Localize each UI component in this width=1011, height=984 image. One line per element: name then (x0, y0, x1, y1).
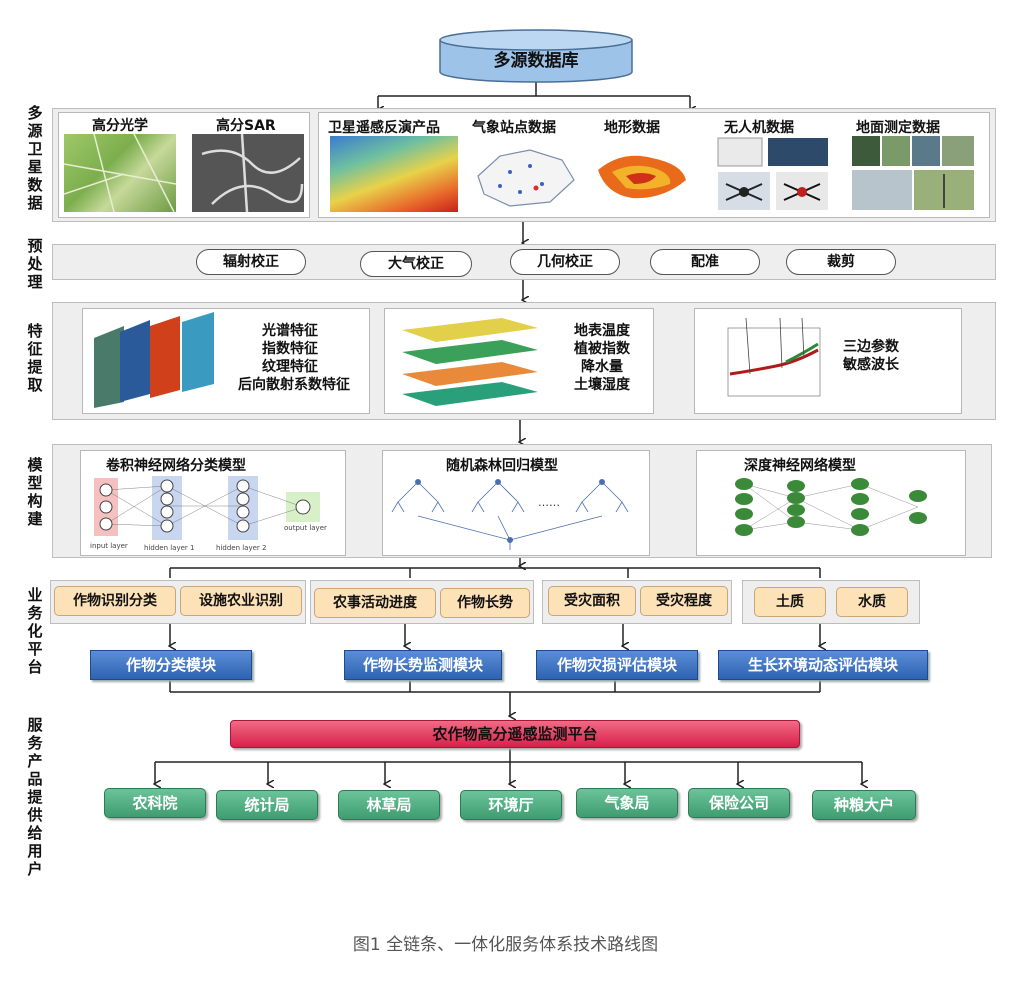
module-disaster-assessment: 作物灾损评估模块 (536, 650, 698, 680)
tag-water-quality: 水质 (836, 587, 908, 617)
user-insurance-company: 保险公司 (688, 788, 790, 818)
tag-crop-growth: 作物长势 (440, 588, 530, 618)
layered-maps-image (392, 312, 542, 408)
feature-index: 指数特征 (262, 341, 318, 357)
optical-title: 高分光学 (92, 118, 148, 134)
stage-label-data: 多源卫星数据 (27, 104, 43, 212)
stage-label-preprocess: 预处理 (27, 237, 43, 291)
uav-photos (714, 136, 832, 212)
module-crop-classification: 作物分类模块 (90, 650, 252, 680)
stage-label-feature: 特征提取 (27, 322, 43, 394)
preprocess-registration: 配准 (650, 249, 760, 275)
user-environment-dept: 环境厅 (460, 790, 562, 820)
tag-soil-quality: 土质 (754, 587, 826, 617)
user-meteorology-bureau: 气象局 (576, 788, 678, 818)
stage-label-platform: 业务化平台 (27, 586, 43, 676)
dnn-diagram (735, 478, 927, 536)
feature-three-edge: 三边参数 (843, 339, 899, 355)
uav-title: 无人机数据 (724, 120, 794, 136)
weather-station-map (470, 136, 582, 212)
preprocess-radiometric: 辐射校正 (196, 249, 306, 275)
tag-disaster-degree: 受灾程度 (640, 586, 728, 616)
module-environment-assessment: 生长环境动态评估模块 (718, 650, 928, 680)
feature-spectral: 光谱特征 (262, 323, 318, 339)
inversion-title: 卫星遥感反演产品 (328, 120, 440, 136)
tag-farming-progress: 农事活动进度 (314, 588, 436, 618)
feature-sensitive-wavelength: 敏感波长 (843, 357, 899, 373)
rf-title: 随机森林回归模型 (446, 458, 558, 474)
feature-texture: 纹理特征 (262, 359, 318, 375)
ground-measurement-photos (850, 134, 976, 212)
terrain-image (592, 140, 692, 208)
preprocess-clipping: 裁剪 (786, 249, 896, 275)
cnn-title: 卷积神经网络分类模型 (106, 458, 246, 474)
user-statistics-bureau: 统计局 (216, 790, 318, 820)
stage-label-model: 模型构建 (27, 456, 43, 528)
monitoring-platform: 农作物高分遥感监测平台 (230, 720, 800, 748)
cnn-layer-hidden1: hidden layer 1 (144, 544, 194, 552)
spectral-curve-image (716, 314, 826, 408)
rf-ellipsis: …… (538, 496, 560, 509)
database-label: 多源数据库 (493, 51, 579, 71)
feature-backscatter: 后向散射系数特征 (238, 377, 350, 393)
preprocess-atmospheric: 大气校正 (360, 251, 472, 277)
module-growth-monitoring: 作物长势监测模块 (344, 650, 502, 680)
user-large-grain-grower: 种粮大户 (812, 790, 916, 820)
weather-title: 气象站点数据 (472, 120, 556, 136)
feature-soil-moisture: 土壤湿度 (574, 377, 630, 393)
feature-surface-temp: 地表温度 (574, 323, 630, 339)
figure-caption: 图1 全链条、一体化服务体系技术路线图 (352, 935, 659, 955)
dnn-title: 深度神经网络模型 (744, 458, 856, 474)
sar-title: 高分SAR (216, 118, 276, 134)
database-cylinder (439, 29, 633, 83)
ground-title: 地面测定数据 (856, 120, 940, 136)
preprocess-geometric: 几何校正 (510, 249, 620, 275)
tag-facility-agriculture: 设施农业识别 (180, 586, 302, 616)
cnn-layer-output: output layer (284, 524, 327, 532)
user-academy: 农科院 (104, 788, 206, 818)
random-forest-diagram: …… (391, 479, 629, 550)
cnn-layer-hidden2: hidden layer 2 (216, 544, 266, 552)
feature-precipitation: 降水量 (581, 359, 623, 375)
cnn-diagram: input layer hidden layer 1 hidden layer … (90, 476, 327, 552)
sar-image (192, 134, 304, 212)
feature-vegetation-index: 植被指数 (574, 341, 630, 357)
tag-crop-classification: 作物识别分类 (54, 586, 176, 616)
spectral-cube-image (90, 312, 220, 408)
terrain-title: 地形数据 (604, 120, 660, 136)
optical-image (64, 134, 176, 212)
cnn-layer-input: input layer (90, 542, 128, 550)
inversion-map-image (330, 136, 458, 212)
stage-label-service: 服务产品提供给用户 (27, 716, 43, 878)
user-forestry-bureau: 林草局 (338, 790, 440, 820)
tag-disaster-area: 受灾面积 (548, 586, 636, 616)
